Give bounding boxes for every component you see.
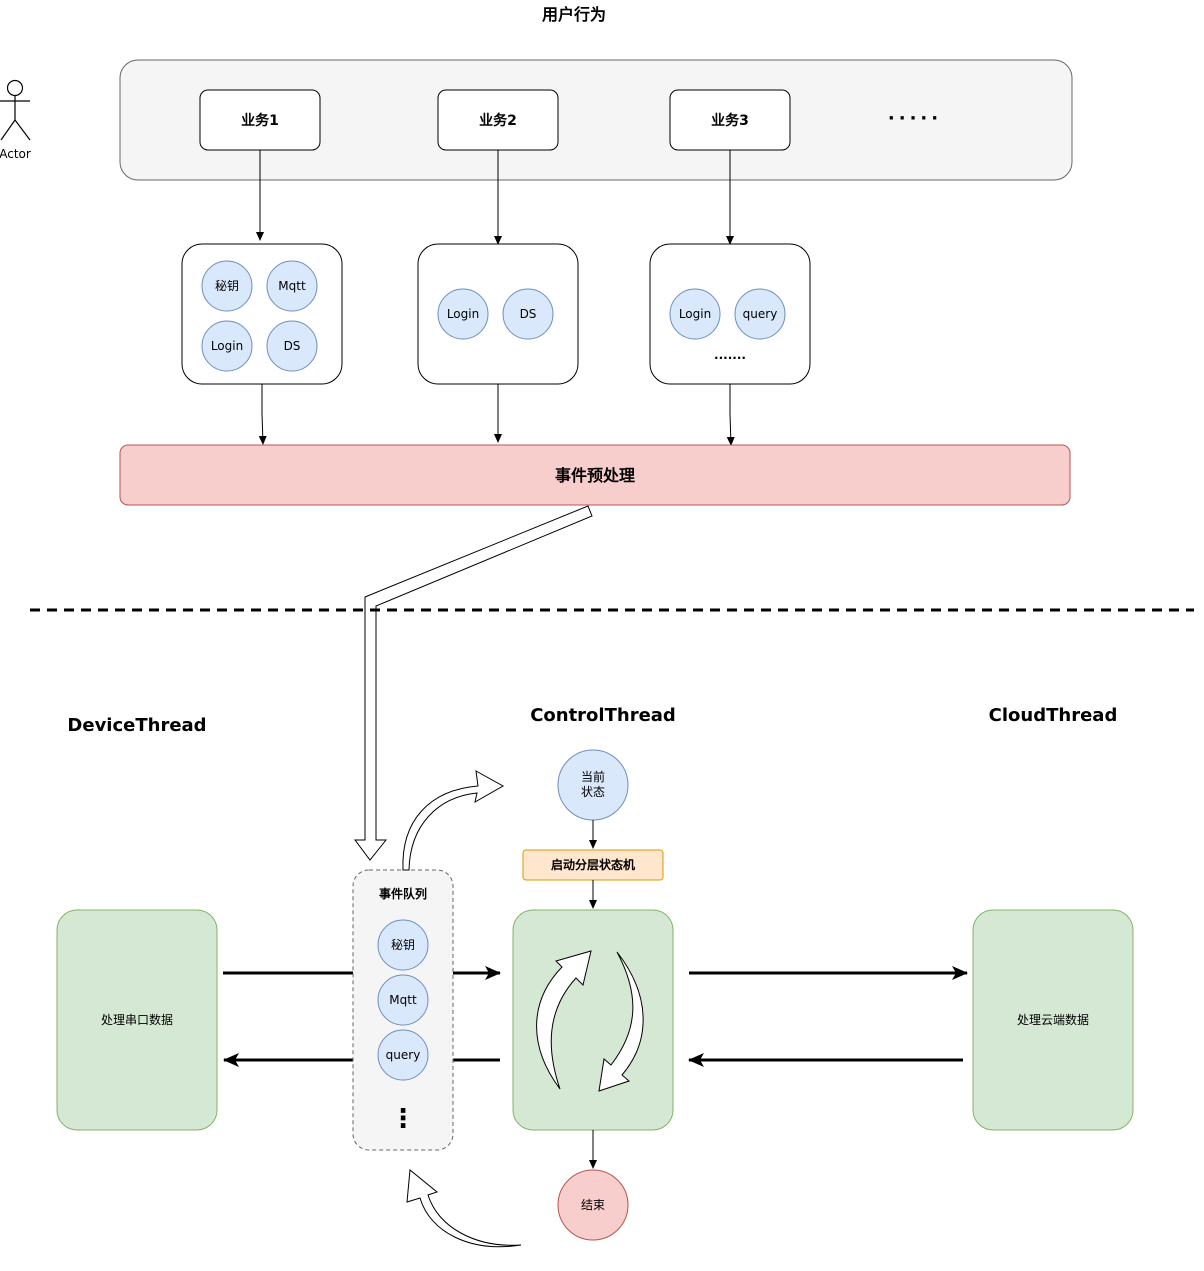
- queue-event-circle[interactable]: query: [377, 1029, 429, 1081]
- curved-arrow-queue-to-state: [402, 770, 505, 871]
- cloud-thread-box[interactable]: [972, 909, 1134, 1131]
- event-circle[interactable]: query: [734, 288, 786, 340]
- end-node[interactable]: [557, 1169, 629, 1241]
- business-3-more-dots: ·······: [714, 351, 746, 365]
- actor-label: Actor: [0, 147, 31, 161]
- svg-text:Login: Login: [211, 339, 243, 353]
- business-1-label: 业务1: [241, 112, 279, 129]
- queue-event-circle[interactable]: 秘钥: [377, 919, 429, 971]
- actor-icon: [0, 79, 31, 141]
- svg-text:Login: Login: [447, 307, 479, 321]
- event-circle[interactable]: Mqtt: [266, 260, 318, 312]
- event-circle[interactable]: DS: [266, 320, 318, 372]
- device-thread-title: DeviceThread: [67, 715, 206, 736]
- svg-text:DS: DS: [520, 307, 537, 321]
- event-queue-title: 事件队列: [379, 886, 427, 901]
- svg-text:DS: DS: [284, 339, 301, 353]
- arrow-g1-preprocess: [258, 384, 267, 445]
- svg-text:秘钥: 秘钥: [391, 938, 415, 952]
- svg-text:Mqtt: Mqtt: [278, 279, 306, 293]
- current-state-line1: 当前: [581, 769, 605, 784]
- hollow-arrow-preprocess-queue: [354, 505, 593, 861]
- preprocess-box[interactable]: [119, 444, 1071, 506]
- event-circle[interactable]: Login: [201, 320, 253, 372]
- event-circle[interactable]: DS: [502, 288, 554, 340]
- business-2-label: 业务2: [479, 112, 517, 129]
- end-label: 结束: [581, 1198, 605, 1212]
- cycle-arrow-up-icon: [536, 950, 592, 1090]
- svg-text:Mqtt: Mqtt: [389, 993, 417, 1007]
- svg-text:query: query: [386, 1048, 421, 1062]
- svg-text:Login: Login: [679, 307, 711, 321]
- business-group: [119, 59, 1073, 181]
- cloud-thread-label: 处理云端数据: [1017, 1012, 1089, 1027]
- event-circle[interactable]: 秘钥: [201, 260, 253, 312]
- svg-text:秘钥: 秘钥: [215, 279, 239, 293]
- business-3-label: 业务3: [711, 112, 749, 129]
- device-thread-label: 处理串口数据: [101, 1012, 173, 1027]
- queue-event-circle[interactable]: Mqtt: [377, 974, 429, 1026]
- diagram-title: 用户行为: [542, 5, 606, 24]
- device-thread-box[interactable]: [56, 909, 218, 1131]
- svg-text:query: query: [743, 307, 778, 321]
- event-queue-more: ⋮: [390, 1104, 416, 1134]
- curved-arrow-end-to-queue: [406, 1169, 522, 1248]
- state-machine-label: 启动分层状态机: [551, 857, 635, 872]
- business-1-events: [181, 243, 343, 385]
- preprocess-label: 事件预处理: [555, 466, 635, 485]
- current-state-line2: 状态: [581, 785, 605, 799]
- cloud-thread-title: CloudThread: [989, 705, 1118, 726]
- control-thread-title: ControlThread: [530, 705, 676, 726]
- event-circle[interactable]: Login: [669, 288, 721, 340]
- cycle-arrow-down-icon: [598, 951, 644, 1092]
- event-circle[interactable]: Login: [437, 288, 489, 340]
- business-more-dots: ·····: [888, 108, 942, 129]
- arrow-g3-preprocess: [726, 384, 735, 446]
